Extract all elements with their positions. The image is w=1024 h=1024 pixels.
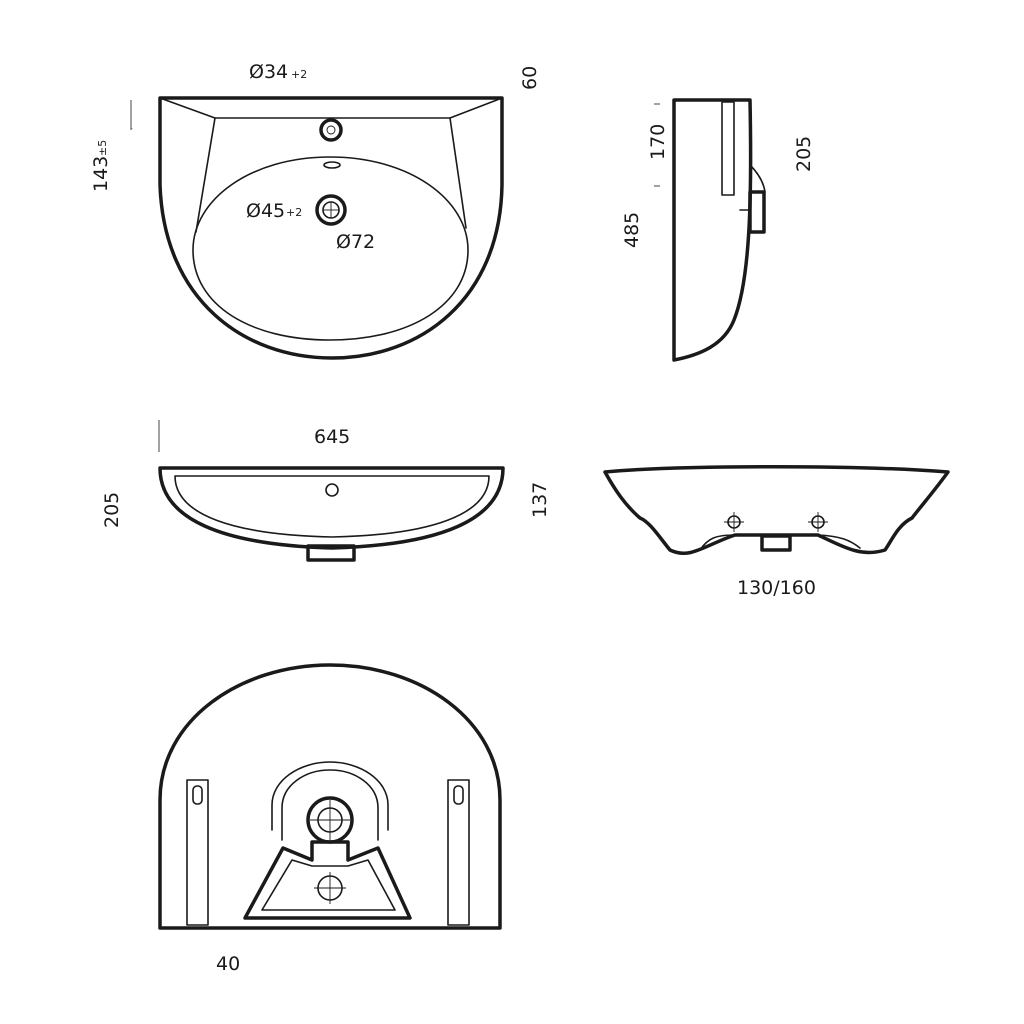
front-view: 645 205 137	[101, 420, 551, 562]
back-view: 130/160	[603, 465, 950, 599]
height-left-dimension: 143	[90, 156, 112, 192]
front-depth-dimension: 137	[529, 482, 551, 518]
top-view-rim-right	[449, 117, 467, 229]
underside-pedestal-inner	[281, 769, 379, 841]
underside-trap-inner	[261, 859, 396, 911]
front-view-waste	[306, 544, 356, 562]
underside-waste-outer	[306, 796, 354, 844]
bowl-outline	[192, 156, 469, 341]
tap-hole-dimension: Ø34	[249, 61, 288, 83]
top-view-outline	[158, 96, 504, 360]
top-view-rim-left	[195, 117, 216, 233]
underside-slot-left	[192, 785, 203, 805]
side-view-waste-curve	[749, 164, 766, 193]
side-view-waste-pipe	[748, 190, 766, 234]
side-total-dimension: 485	[621, 212, 643, 248]
front-height-dimension: 205	[101, 492, 123, 528]
underside-pedestal-arch	[271, 761, 389, 831]
drain-hole-outer	[315, 194, 347, 226]
underside-trap	[243, 840, 412, 920]
drain-hole-dimension: Ø45	[246, 200, 285, 222]
overflow-hole	[323, 161, 341, 169]
drain-outer-dimension: Ø72	[336, 231, 375, 253]
side-upper-dimension: 170	[647, 124, 669, 160]
top-view: Ø34 +2 60 143 ±5 Ø45 +2 Ø72	[90, 61, 541, 360]
side-view: 170 205 485	[621, 98, 815, 362]
fixing-spacing-dimension: 130/160	[737, 577, 816, 599]
underside-view: 40	[158, 663, 502, 975]
back-view-waste	[760, 534, 792, 552]
underside-outline	[158, 663, 502, 930]
back-view-outline	[603, 465, 950, 556]
top-view-rim	[159, 97, 503, 119]
tap-hole	[319, 118, 343, 142]
side-view-slot	[721, 101, 735, 196]
height-left-tolerance: ±5	[96, 140, 109, 156]
front-view-inner-lip	[174, 475, 490, 538]
bottom-offset-dimension: 40	[216, 953, 240, 975]
width-dimension: 645	[314, 426, 350, 448]
underside-bracket-right	[447, 779, 470, 926]
side-right-dimension: 205	[793, 136, 815, 172]
depth-top-dimension: 60	[519, 66, 541, 90]
underside-slot-right	[453, 785, 464, 805]
tap-hole-inner	[326, 125, 336, 135]
front-view-tap-hole	[325, 483, 339, 497]
underside-bracket-left	[186, 779, 209, 926]
side-view-outline	[672, 98, 753, 362]
drain-hole-tolerance: +2	[286, 206, 302, 219]
tap-hole-tolerance: +2	[291, 68, 307, 81]
front-view-outline	[158, 466, 505, 550]
